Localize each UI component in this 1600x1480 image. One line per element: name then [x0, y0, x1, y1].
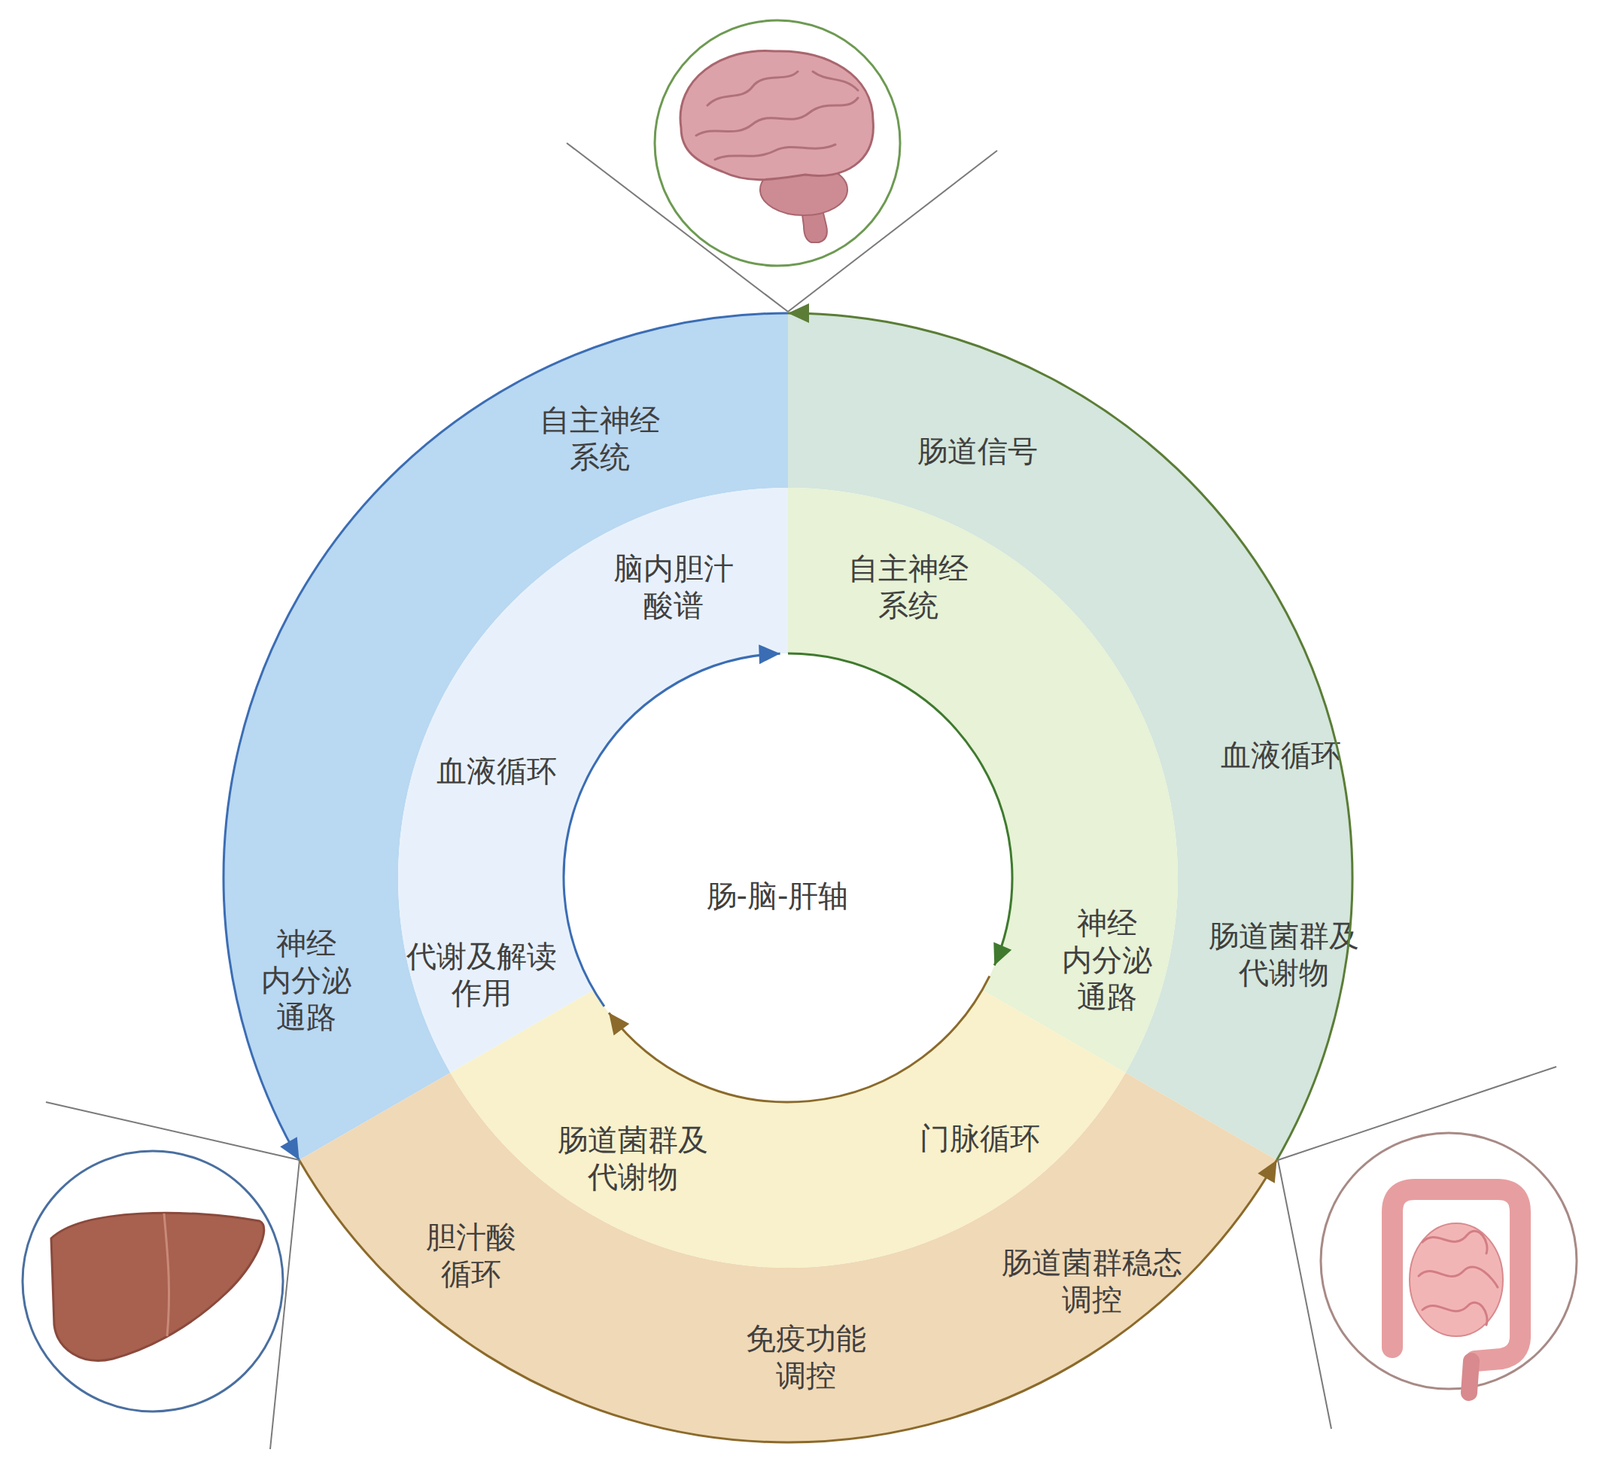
sector-label: 神经 内分泌 通路 [1061, 904, 1153, 1015]
leader-line [45, 1101, 300, 1160]
leader-line [787, 150, 998, 312]
gyrus-line [696, 97, 858, 136]
loop-line [1422, 1230, 1488, 1254]
circulation-arc [608, 976, 990, 1102]
circulation-arc [223, 313, 788, 1160]
circulation-arc [298, 1159, 1277, 1442]
sector-fill [787, 487, 1178, 1073]
center-fill [563, 653, 1013, 1102]
loop-line [1422, 1301, 1488, 1325]
sector-fill [223, 313, 788, 1160]
leader-line [1277, 1159, 1332, 1429]
sector-label: 自主神经 系统 [848, 550, 969, 624]
ring-sector: 胆汁酸 循环免疫功能 调控 肠道菌群稳态 调控 [223, 313, 1353, 1442]
gyrus-line [714, 144, 836, 160]
sector-fill [298, 1072, 1277, 1442]
arrow-head [608, 1012, 630, 1035]
circulation-arc [563, 653, 781, 1007]
sector-label: 肠道菌群及 代谢物 [1208, 917, 1360, 992]
sector-shape [223, 313, 1353, 1442]
arrow-head [279, 1136, 299, 1160]
sector-label: 肠道菌群稳态 调控 [1001, 1244, 1183, 1318]
sector-shape [398, 487, 1178, 1268]
sector-label: 胆汁酸 循环 [425, 1218, 517, 1293]
brain-circle [654, 20, 901, 266]
liver-shape [51, 1212, 265, 1360]
gyrus-line [707, 71, 798, 106]
sector-label: 神经 内分泌 通路 [261, 924, 352, 1035]
leader-line [1277, 1066, 1557, 1160]
leader-lines [45, 142, 1557, 1449]
brain-illustration [680, 50, 874, 243]
sector-label: 肠道信号 [917, 432, 1038, 470]
sector-label: 脑内胆汁 酸谱 [613, 550, 734, 624]
intestine-circle [1320, 1132, 1577, 1389]
sector-fill [450, 989, 1126, 1268]
rectum [1469, 1360, 1472, 1393]
sector-label: 血液循环 [1220, 736, 1342, 774]
circulation-arc [787, 653, 1013, 965]
brain-stem [799, 184, 828, 243]
arrow-head [993, 942, 1012, 966]
arrow-head [1257, 1159, 1277, 1184]
center-title: 肠-脑-肝轴 [706, 877, 849, 915]
gyrus-line [812, 71, 858, 91]
leader-line [270, 1159, 300, 1449]
arrow-head [787, 303, 810, 323]
brain-gyri [696, 71, 858, 160]
sector-label: 免疫功能 调控 [745, 1320, 867, 1394]
loop-line [1418, 1266, 1498, 1287]
sector-shape [223, 313, 1353, 1442]
sector-fill [787, 313, 1353, 1160]
leader-line [566, 142, 788, 312]
sector-label: 自主神经 系统 [539, 401, 661, 476]
liver-illustration [51, 1212, 265, 1360]
arrow-head [758, 644, 780, 664]
sector-label: 门脉循环 [919, 1119, 1041, 1157]
cerebrum [680, 50, 874, 180]
sector-shape [398, 487, 1178, 1268]
liver-lobe-line [164, 1213, 170, 1336]
ring-sector: 肠道信号血液循环肠道菌群及 代谢物 [223, 313, 1353, 1442]
liver-circle [22, 1150, 283, 1412]
cerebellum [760, 164, 848, 216]
sector-label: 代谢及解读 作用 [406, 937, 557, 1012]
ring-sector: 自主神经 系统神经 内分泌 通路 [398, 487, 1178, 1268]
ring-sector: 脑内胆汁 酸谱血液循环代谢及解读 作用 [398, 487, 1178, 1268]
small-intestine [1409, 1222, 1503, 1336]
ring-sector: 自主神经 系统神经 内分泌 通路 [223, 313, 1353, 1442]
sector-shape [223, 313, 1353, 1442]
small-intestine-loops [1418, 1230, 1498, 1325]
large-intestine [1392, 1189, 1521, 1361]
sector-shape [398, 487, 1178, 1268]
sector-label: 血液循环 [436, 752, 557, 790]
sector-shape [563, 653, 1013, 1102]
ring-sector: 肠道菌群及 代谢物 门脉循环 [398, 487, 1178, 1268]
center-circle: 肠-脑-肝轴 [563, 653, 1013, 1102]
sector-label: 肠道菌群及 代谢物 [557, 1121, 709, 1196]
sector-fill [398, 487, 788, 1073]
intestine-illustration [1392, 1189, 1521, 1393]
circulation-arc [787, 313, 1353, 1160]
